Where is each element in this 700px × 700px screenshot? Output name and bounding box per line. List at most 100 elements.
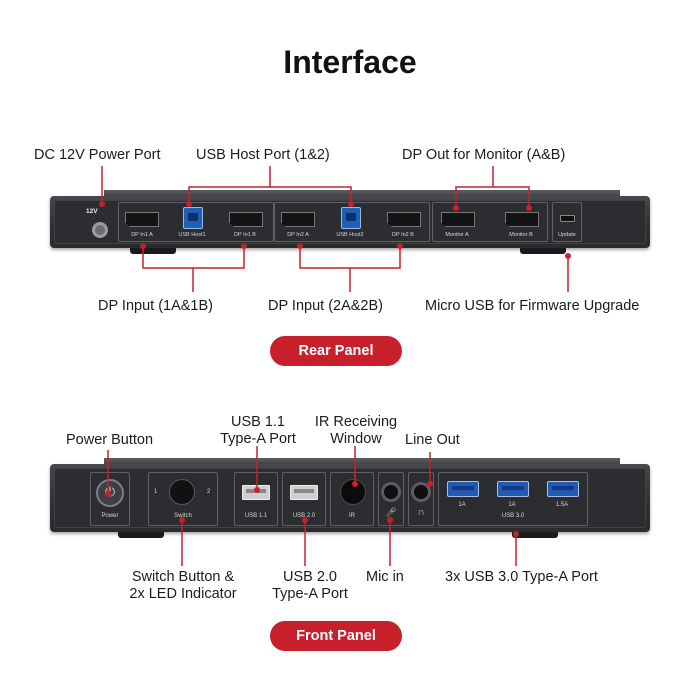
label-line-out: Line Out (405, 432, 460, 448)
micro-usb-port (560, 215, 575, 222)
front-foot-right (512, 532, 558, 538)
label-usb11-line1: USB 1.1 (231, 414, 285, 430)
front-ir-group: IR (330, 472, 374, 526)
microphone-icon: 🎤︎ (385, 507, 397, 517)
usb30-port-1 (447, 481, 479, 497)
led-1-text: 1 (154, 489, 158, 495)
dot-micro-usb (565, 253, 571, 259)
usb-host2-port (341, 207, 361, 229)
dot-usb-host-1 (186, 201, 192, 207)
usb30-15a-text: 1.5A (555, 502, 569, 508)
usb30-1a-text-2: 1A (508, 502, 516, 508)
rear-12v-text: 12V (86, 208, 98, 215)
monitor-b-text: Monitor B (509, 232, 533, 238)
front-switch-group: 1 2 Switch (148, 472, 218, 526)
rear-device-top (104, 190, 620, 198)
usb-host2-text: USB Host2 (336, 232, 364, 238)
label-ir-line1: IR Receiving (314, 414, 398, 430)
label-dc-power-port: DC 12V Power Port (34, 147, 161, 163)
label-usb11-line2: Type-A Port (220, 431, 296, 447)
dc-power-port (92, 222, 108, 238)
dot-power-button (105, 491, 111, 497)
label-ir-line2: Window (330, 431, 382, 447)
label-switch-line2: 2x LED Indicator (129, 586, 237, 602)
dot-ir (352, 481, 358, 487)
leader-dp-input-2 (299, 246, 401, 269)
ir-text: IR (349, 513, 355, 519)
switch-text: Switch (174, 513, 192, 519)
front-panel-badge: Front Panel (270, 621, 402, 651)
front-lineout-group: ∩ (408, 472, 434, 526)
page-title: Interface (283, 44, 417, 80)
switch-button[interactable] (169, 479, 195, 505)
label-dp-input-1: DP Input (1A&1B) (98, 298, 213, 314)
usb30-port-2 (497, 481, 529, 497)
monitor-a-port (441, 212, 475, 227)
usb30-text: USB 3.0 (501, 513, 525, 519)
dot-dp-in-1b (241, 243, 247, 249)
label-ir-window: IR Receiving Window (306, 414, 406, 448)
rear-foot-left (130, 248, 176, 254)
leader-usb-host (188, 186, 352, 204)
dp-in-1b-text: DP In1 B (234, 232, 256, 238)
dot-usb30 (513, 531, 519, 537)
usb-host1-text: USB Host1 (178, 232, 206, 238)
dp-in-2a-port (281, 212, 315, 227)
dot-usb-host-2 (348, 201, 354, 207)
dot-switch (179, 517, 185, 523)
label-dp-out-monitor: DP Out for Monitor (A&B) (402, 147, 566, 163)
label-switch-button: Switch Button & 2x LED Indicator (118, 569, 248, 603)
front-device-top (104, 458, 620, 466)
usb11-text: USB 1.1 (244, 513, 268, 519)
power-icon: ⏻ (104, 484, 116, 499)
dot-usb11 (254, 487, 260, 493)
monitor-a-text: Monitor A (445, 232, 469, 238)
usb30-port-3 (547, 481, 579, 497)
rear-panel-badge: Rear Panel (270, 336, 402, 366)
rear-foot-right (520, 248, 566, 254)
usb20-text: USB 2.0 (292, 513, 316, 519)
dp-in-1b-port (229, 212, 263, 227)
dot-dp-in-2a (297, 243, 303, 249)
front-usb20-group: USB 2.0 (282, 472, 326, 526)
dp-in-1a-port (125, 212, 159, 227)
usb-host1-port (183, 207, 203, 229)
label-dp-input-2: DP Input (2A&2B) (268, 298, 383, 314)
label-usb20-line2: Type-A Port (272, 586, 348, 602)
front-usb30-group: 1A 1A 1.5A USB 3.0 (438, 472, 588, 526)
usb30-1a-text: 1A (458, 502, 466, 508)
front-mic-group: 🎤︎ (378, 472, 404, 526)
dot-dc-power (99, 201, 105, 207)
line-out-jack (411, 482, 431, 502)
dot-monitor-a (453, 205, 459, 211)
headphones-icon: ∩ (417, 507, 425, 518)
rear-port-group-2: DP In2 A USB Host2 DP In2 B (274, 202, 430, 242)
dot-mic (387, 517, 393, 523)
power-text: Power (101, 513, 119, 519)
update-text: Update (558, 232, 576, 238)
label-usb30: 3x USB 3.0 Type-A Port (445, 569, 598, 585)
rear-port-group-3: Monitor A Monitor B (432, 202, 548, 242)
rear-port-group-1: DP In1 A USB Host1 DP In1 B (118, 202, 274, 242)
label-micro-usb: Micro USB for Firmware Upgrade (425, 298, 640, 314)
dot-dp-in-2b (397, 243, 403, 249)
label-usb-host-port: USB Host Port (1&2) (196, 147, 330, 163)
leader-dp-out (455, 186, 530, 208)
mic-in-jack (381, 482, 401, 502)
dp-in-2b-port (387, 212, 421, 227)
dot-dp-in-1a (140, 243, 146, 249)
label-usb20: USB 2.0 Type-A Port (260, 569, 360, 603)
dp-in-2a-text: DP In2 A (287, 232, 309, 238)
label-usb20-line1: USB 2.0 (283, 569, 337, 585)
label-mic-in: Mic in (366, 569, 404, 585)
dp-in-1a-text: DP In1 A (131, 232, 153, 238)
rear-update-group: Update (552, 202, 582, 242)
monitor-b-port (505, 212, 539, 227)
dot-usb20 (302, 517, 308, 523)
usb20-port (290, 485, 318, 500)
label-usb11: USB 1.1 Type-A Port (208, 414, 308, 448)
ir-window (340, 479, 366, 505)
label-power-button: Power Button (66, 432, 154, 448)
dp-in-2b-text: DP In2 B (392, 232, 414, 238)
